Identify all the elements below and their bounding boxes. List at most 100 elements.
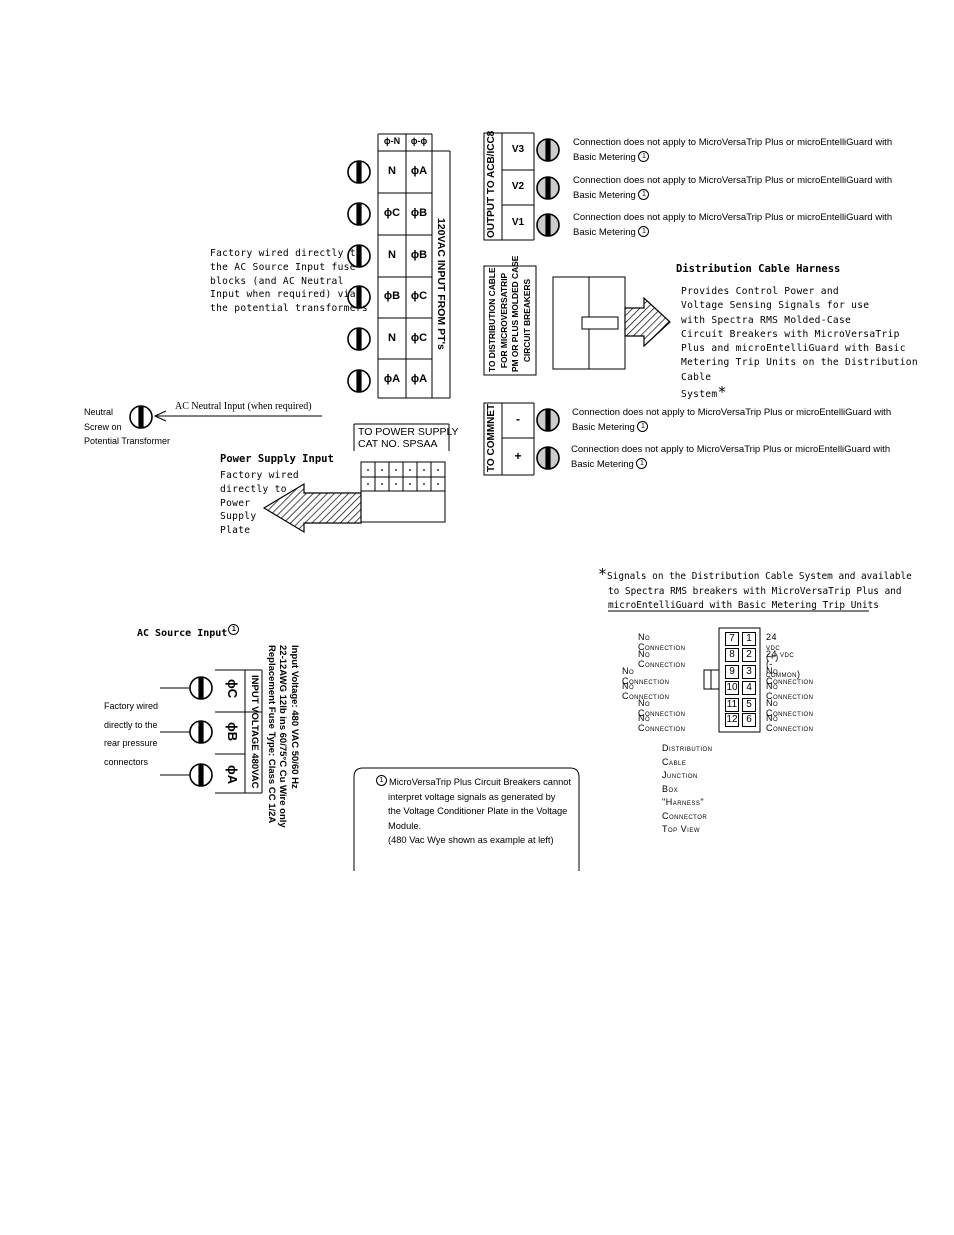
distribution-desc-line: Plus and microEntelliGuard with Basic xyxy=(681,343,906,355)
terminal-right-2: ϕB xyxy=(410,207,428,219)
commnet-note-minus: Connection does not apply to MicroVersaT… xyxy=(572,406,891,435)
connector-left-label: No Connection xyxy=(638,698,686,718)
power-supply-box-lines xyxy=(353,423,450,523)
connector-pin: 3 xyxy=(742,665,756,679)
connector-left-label: No Connection xyxy=(638,649,686,669)
terminal-strip-side-label: 120VAC INPUT FROM PT's xyxy=(435,218,447,350)
neutral-arrow-label: AC Neutral Input (when required) xyxy=(175,401,312,412)
terminal-right-1: ϕA xyxy=(410,165,428,177)
connector-right-label: No Connection xyxy=(766,666,814,686)
power-supply-desc-line: directly to xyxy=(220,483,287,495)
terminal-right-3: ϕB xyxy=(410,249,428,261)
factory-wired-note: Factory wired directly to the AC Source … xyxy=(210,247,368,316)
commnet-terminal-minus: - xyxy=(516,412,520,426)
ac-source-side-note-line: directly to the xyxy=(104,719,158,730)
ac-source-spec-line: Replacement Fuse Type: Class CC 1/2A xyxy=(266,645,277,824)
terminal-left-1: N xyxy=(388,165,396,177)
power-supply-box-line: CAT NO. SPSAA xyxy=(358,438,438,450)
ac-source-spec-line: Input Voltage: 480 VAC 50/60 Hz xyxy=(289,645,300,789)
distribution-label: TO DISTRIBUTION CABLE FOR MICROVERSATRIP… xyxy=(487,256,533,372)
footnote-box-line: (480 Vac Wye shown as example at left) xyxy=(388,835,554,846)
output-terminal-v1: V1 xyxy=(511,217,525,228)
output-note-line2: Basic Metering 1 xyxy=(573,225,892,241)
distribution-desc-line: Circuit Breakers with MicroVersaTrip xyxy=(681,328,900,340)
neutral-label-line: Screw on xyxy=(84,421,122,432)
distribution-desc-line: Provides Control Power and xyxy=(681,286,839,297)
connector-right-label: No Connection xyxy=(766,698,814,718)
factory-note-line: the AC Source Input fuse xyxy=(210,261,356,273)
power-supply-desc: Factory wired directly to Power Supply P… xyxy=(220,469,299,538)
ac-source-side-note: Factory wired directly to the rear press… xyxy=(104,697,158,771)
connector-pin: 1 xyxy=(742,632,756,646)
ac-source-spec-line: 22-12AWG 12lb ins 60/75°C Cu Wire only xyxy=(277,645,289,828)
terminal-left-6: ϕA xyxy=(383,373,401,385)
commnet-note-line2: Basic Metering 1 xyxy=(572,420,891,436)
factory-note-line: the potential transformers xyxy=(210,303,368,315)
neutral-label-line: Neutral xyxy=(84,407,114,417)
footnote-ref-icon: 1 xyxy=(637,420,649,432)
power-supply-desc-line: Power xyxy=(220,497,251,509)
col-header-phase-phase: ϕ-ϕ xyxy=(410,136,428,146)
ac-source-spec: Input Voltage: 480 VAC 50/60 Hz 22-12AWG… xyxy=(266,645,300,828)
footnote-ref-icon: 1 xyxy=(638,225,650,237)
output-block-label: OUTPUT TO ACB/ICC8 xyxy=(486,130,497,238)
output-note-v2: Connection does not apply to MicroVersaT… xyxy=(573,174,892,203)
output-note-v3: Connection does not apply to MicroVersaT… xyxy=(573,136,892,165)
connector-pin: 5 xyxy=(742,698,756,712)
output-note-v1: Connection does not apply to MicroVersaT… xyxy=(573,211,892,240)
connector-left-label: No Connection xyxy=(638,713,686,733)
footnote-box-line: the Voltage Conditioner Plate in the Vol… xyxy=(388,806,568,817)
signals-footnote: *Signals on the Distribution Cable Syste… xyxy=(598,567,912,614)
terminal-left-3: N xyxy=(388,249,396,261)
factory-note-line: Factory wired directly to xyxy=(210,248,362,259)
connector-pin: 10 xyxy=(725,681,739,695)
terminal-left-5: N xyxy=(388,332,396,344)
distribution-desc-line: System* xyxy=(681,383,727,402)
output-note-line1: Connection does not apply to MicroVersaT… xyxy=(573,175,893,186)
connector-pin: 12 xyxy=(725,713,739,727)
power-supply-desc-line: Factory wired xyxy=(220,470,299,481)
footnote-ref-icon: 1 xyxy=(376,775,387,786)
output-terminal-v3: V3 xyxy=(511,144,525,155)
output-note-line2: Basic Metering 1 xyxy=(573,150,892,166)
connector-lines xyxy=(703,627,761,733)
ac-source-input-label: INPUT VOLTAGE 480VAC xyxy=(249,675,260,789)
output-screws xyxy=(536,138,560,237)
connector-left-label: No Connection xyxy=(622,681,670,701)
connector-caption-line: "Harness" Connector Top View xyxy=(662,797,708,834)
connector-pin: 7 xyxy=(725,632,739,646)
distribution-arrow xyxy=(624,296,671,348)
connector-right-label: No Connection xyxy=(766,681,814,701)
ac-source-side-note-line: connectors xyxy=(104,756,149,767)
output-note-line2: Basic Metering 1 xyxy=(573,188,892,204)
commnet-note-line1: Connection does not apply to MicroVersaT… xyxy=(571,444,891,455)
connector-right-label: No Connection xyxy=(766,713,814,733)
connector-right-label: 24 vdc (+) xyxy=(766,632,781,662)
terminal-right-6: ϕA xyxy=(410,373,428,385)
commnet-screws xyxy=(536,408,560,470)
signals-footnote-line: to Spectra RMS breakers with MicroVersaT… xyxy=(608,585,902,597)
footnote-box-line: Module. xyxy=(388,820,422,831)
col-header-phase-neutral: ϕ-N xyxy=(383,136,401,146)
asterisk-icon: * xyxy=(598,565,608,583)
commnet-note-plus: Connection does not apply to MicroVersaT… xyxy=(571,443,890,472)
connector-right-label: 24 vdc (-common) xyxy=(766,649,801,679)
ac-source-side-note-line: Factory wired xyxy=(104,701,159,711)
footnote-ref-icon: 1 xyxy=(636,457,648,469)
ac-source-phase-a: ϕA xyxy=(225,765,240,785)
commnet-note-line2: Basic Metering 1 xyxy=(571,457,890,473)
ac-source-lines xyxy=(160,669,263,794)
distribution-label-line: TO DISTRIBUTION CABLE xyxy=(487,267,497,372)
ac-source-phase-c: ϕC xyxy=(225,679,240,699)
distribution-desc-line: Metering Trip Units on the Distribution … xyxy=(681,357,918,383)
terminal-right-5: ϕC xyxy=(410,332,428,344)
footnote-ref-icon: 1 xyxy=(638,188,650,200)
connector-caption-line: Distribution Cable Junction Box xyxy=(662,743,713,794)
output-note-line1: Connection does not apply to MicroVersaT… xyxy=(573,137,893,148)
connector-pin: 4 xyxy=(742,681,756,695)
power-supply-title: Power Supply Input xyxy=(220,453,334,465)
asterisk-icon: * xyxy=(717,383,727,402)
